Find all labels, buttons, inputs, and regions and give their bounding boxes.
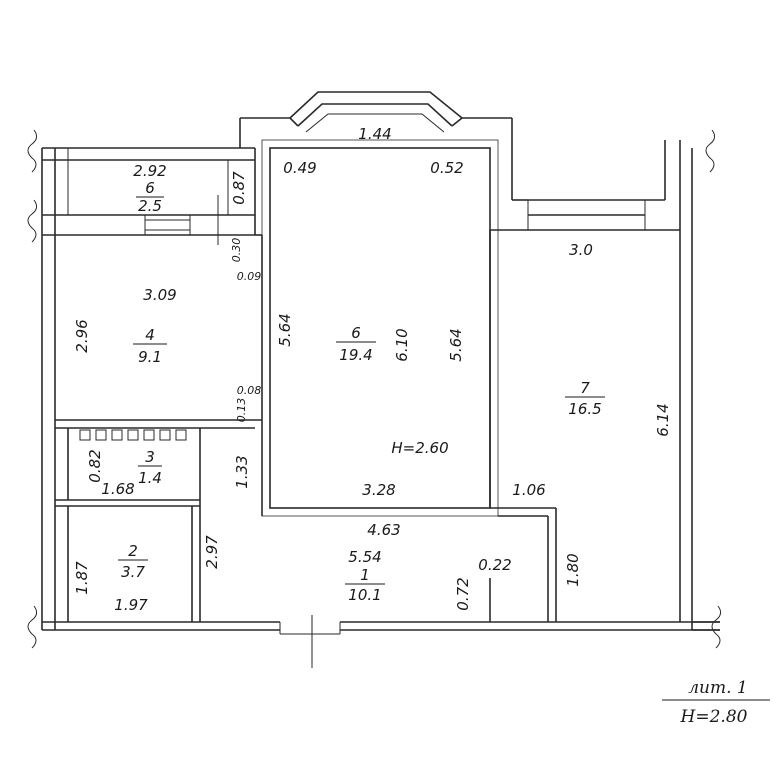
dim-1-33: 1.33	[233, 455, 251, 488]
dim-1-06: 1.06	[512, 481, 545, 499]
break-marks	[27, 129, 722, 649]
sheet-height-label: H=2.80	[680, 707, 748, 727]
dim-1-97: 1.97	[114, 596, 148, 614]
room-1-number: 1	[360, 566, 370, 584]
dim-2-92: 2.92	[133, 162, 166, 180]
dim-1-44: 1.44	[358, 125, 391, 143]
dim-0-13: 0.13	[235, 398, 248, 423]
dim-0-22: 0.22	[478, 556, 511, 574]
dim-0-52: 0.52	[430, 159, 463, 177]
dim-1-80: 1.80	[564, 553, 582, 586]
room-1-area: 10.1	[348, 586, 381, 604]
room-3-number: 3	[145, 448, 155, 466]
dim-2-96: 2.96	[73, 319, 91, 352]
dim-0-49: 0.49	[283, 159, 316, 177]
room-2-area: 3.7	[121, 563, 145, 581]
room-2-number: 2	[128, 542, 138, 560]
walls	[41, 91, 720, 668]
dim-2-97: 2.97	[203, 535, 221, 569]
dim-6-14: 6.14	[654, 403, 672, 436]
sheet-stamp: лит. 1 H=2.80	[662, 678, 770, 727]
room-7-number: 7	[580, 379, 590, 397]
room-3-area: 1.4	[138, 469, 162, 487]
dim-1-68: 1.68	[101, 480, 134, 498]
dimension-labels: 1.44 0.49 0.52 2.92 0.87 0.30 0.09 3.09 …	[73, 125, 672, 614]
dim-4-63: 4.63	[367, 521, 400, 539]
dim-5-54: 5.54	[348, 548, 381, 566]
room-5-number: 6	[145, 179, 155, 197]
dim-0-08: 0.08	[237, 384, 262, 397]
dim-3-28: 3.28	[362, 481, 395, 499]
dim-0-30: 0.30	[230, 238, 243, 263]
room-7-area: 16.5	[568, 400, 601, 418]
room-4-number: 4	[145, 326, 155, 344]
room-4-area: 9.1	[138, 348, 162, 366]
dim-5-64-left: 5.64	[276, 313, 294, 346]
dim-0-09: 0.09	[237, 270, 262, 283]
room-6-number: 6	[351, 324, 361, 342]
ceiling-height-room-6: H=2.60	[391, 439, 448, 457]
room-6-area: 19.4	[339, 346, 372, 364]
dim-6-10: 6.10	[393, 328, 411, 361]
dim-1-87: 1.87	[73, 561, 91, 595]
room-5-area: 2.5	[138, 197, 162, 215]
dim-5-64-right: 5.64	[447, 328, 465, 361]
dim-0-82: 0.82	[86, 449, 104, 482]
room-labels: 6 2.5 4 9.1 6 19.4 7 16.5 3 1.4 2 3.7 1 …	[118, 179, 605, 604]
dim-3-09: 3.09	[143, 286, 176, 304]
litera-label: лит. 1	[688, 678, 748, 698]
dim-0-87: 0.87	[230, 171, 248, 205]
dim-3-0: 3.0	[569, 241, 593, 259]
dim-0-72: 0.72	[454, 577, 472, 610]
